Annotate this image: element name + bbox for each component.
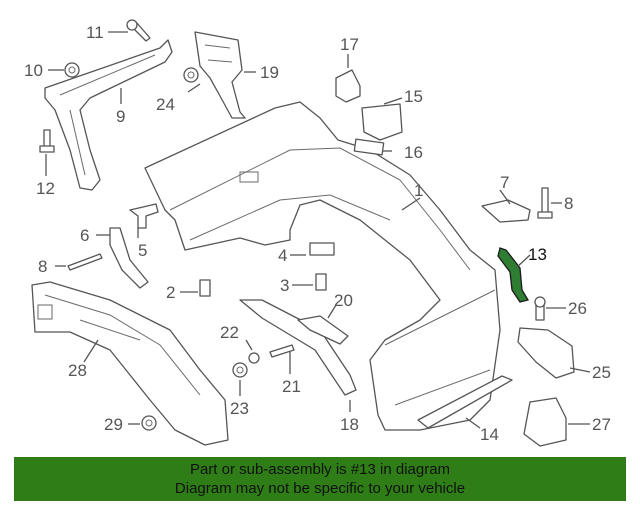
callout-19: 19 [260, 63, 279, 82]
part-22-washer[interactable] [248, 352, 260, 364]
part-19-bracket[interactable] [194, 31, 246, 119]
part-7-bracket[interactable] [481, 199, 531, 223]
part-6-bracket[interactable] [109, 227, 149, 289]
callout-8-left: 8 [38, 257, 47, 276]
callout-14: 14 [480, 425, 499, 444]
callout-13: 13 [528, 245, 547, 264]
callout-28: 28 [68, 361, 87, 380]
callout-25: 25 [592, 363, 611, 382]
part-2-nut[interactable] [199, 279, 211, 297]
part-4-clip[interactable] [309, 242, 335, 256]
callout-9: 9 [116, 107, 125, 126]
part-25-bracket[interactable] [517, 327, 575, 379]
diagram-notice-banner: Part or sub-assembly is #13 in diagram D… [14, 457, 626, 501]
callout-10: 10 [24, 61, 43, 80]
part-17-bracket[interactable] [335, 69, 361, 103]
callout-24: 24 [156, 95, 175, 114]
part-21-bolt[interactable] [269, 344, 295, 358]
callout-11: 11 [86, 23, 104, 42]
callout-22: 22 [220, 323, 239, 342]
callout-21: 21 [282, 377, 301, 396]
part-23-nut[interactable] [232, 362, 248, 378]
part-24-nut[interactable] [183, 67, 199, 83]
callout-23: 23 [230, 399, 249, 418]
part-18-strip[interactable] [239, 299, 357, 396]
part-14-rail[interactable] [417, 375, 513, 429]
part-3-nut[interactable] [315, 273, 327, 291]
callout-5: 5 [138, 241, 147, 260]
part-20-reflector[interactable] [297, 315, 349, 345]
part-29-nut[interactable] [141, 415, 157, 431]
part-10-plug[interactable] [64, 62, 80, 78]
callout-labels: 11 10 9 12 19 24 17 15 16 1 7 8 5 6 8 4 … [24, 23, 611, 444]
callout-16: 16 [404, 143, 423, 162]
notice-line-disclaimer: Diagram may not be specific to your vehi… [174, 480, 466, 497]
callout-12: 12 [36, 179, 55, 198]
callout-26: 26 [568, 299, 587, 318]
part-9-rail[interactable] [44, 39, 173, 191]
leader-lines [45, 31, 591, 429]
parts-diagram: 11 10 9 12 19 24 17 15 16 1 7 8 5 6 8 4 … [24, 19, 611, 447]
callout-27: 27 [592, 415, 611, 434]
callout-29: 29 [104, 415, 123, 434]
notice-line-part: Part or sub-assembly is #13 in diagram [189, 461, 451, 478]
part-12-bolt[interactable] [39, 129, 55, 153]
callout-6: 6 [80, 226, 89, 245]
callout-3: 3 [280, 276, 289, 295]
callout-18: 18 [340, 415, 359, 434]
part-28-absorber[interactable] [31, 281, 229, 446]
callout-4: 4 [278, 246, 287, 265]
callout-1: 1 [414, 181, 423, 200]
part-15-bracket[interactable] [361, 103, 403, 141]
callout-17: 17 [340, 35, 359, 54]
part-26-bolt[interactable] [534, 296, 546, 321]
callout-7: 7 [500, 173, 509, 192]
part-16-pad[interactable] [353, 138, 385, 156]
callout-20: 20 [334, 291, 353, 310]
callout-15: 15 [404, 87, 423, 106]
part-27-cover[interactable] [523, 397, 567, 447]
part-5-push-clip[interactable] [129, 203, 159, 229]
callout-2: 2 [166, 283, 175, 302]
callout-8-right: 8 [564, 194, 573, 213]
part-11-screw[interactable] [126, 19, 151, 42]
part-8-screw-left[interactable] [67, 253, 103, 271]
part-8-screw-right[interactable] [537, 187, 553, 219]
part-13-guide[interactable] [497, 247, 530, 303]
part-1-bumper-cover[interactable] [144, 101, 501, 431]
